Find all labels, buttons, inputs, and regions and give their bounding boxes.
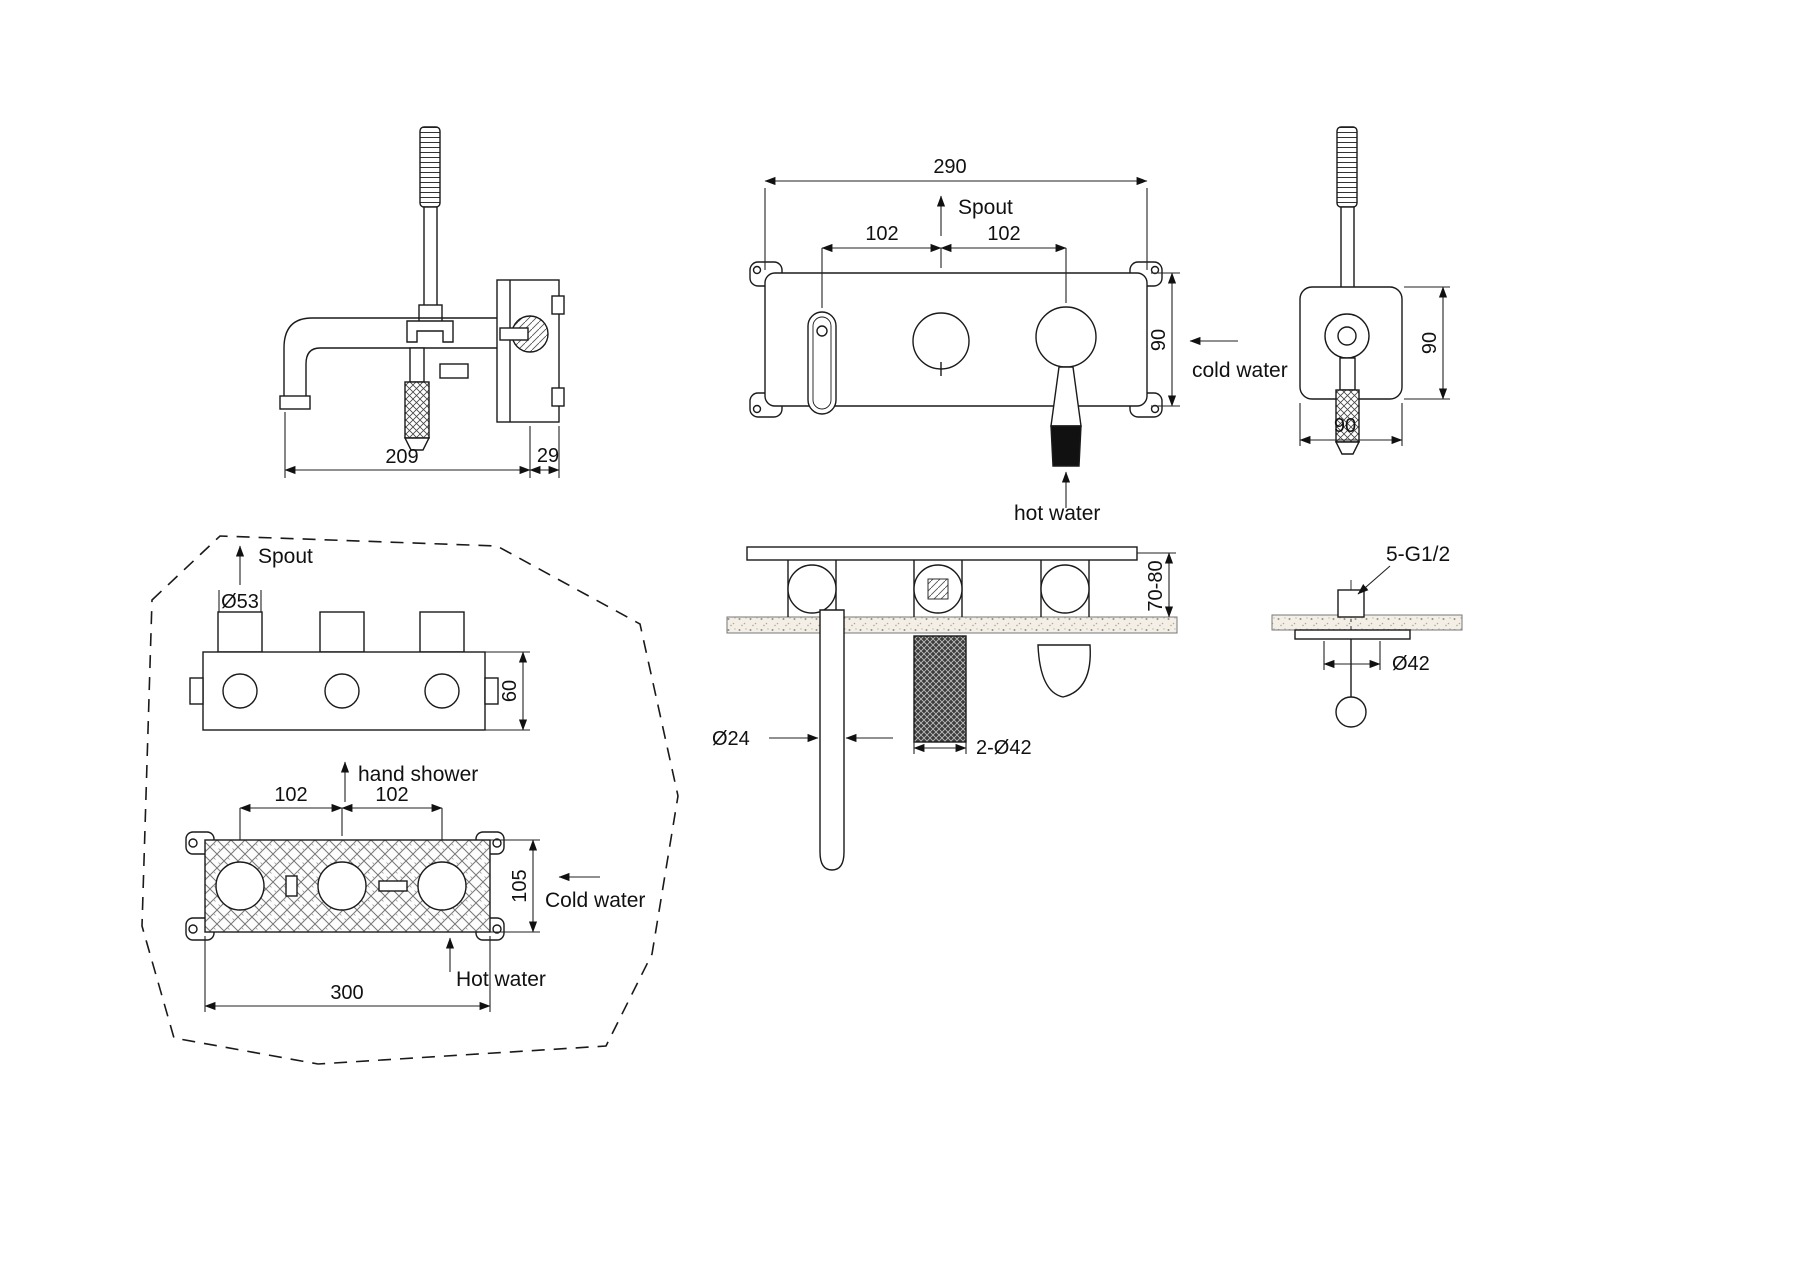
dim-90-vertical-label: 90 (1419, 332, 1441, 354)
thread-fitting (1337, 589, 1365, 618)
wall-spout (279, 317, 497, 410)
holder-knob (1335, 696, 1367, 728)
spout-lever (807, 311, 837, 415)
dim-300 (204, 936, 491, 1012)
dim-70-80-label: 70-80 (1145, 560, 1167, 611)
dim-24-label: Ø24 (712, 728, 750, 750)
dim-90-height (1151, 272, 1180, 407)
middle-port (317, 861, 367, 911)
roughin-detail: Spout Ø53 60 hand showe (141, 535, 679, 1065)
handshower-knob (1035, 306, 1097, 467)
wall-valve-body-side (496, 279, 565, 423)
dim-102-102 (821, 243, 1067, 308)
cold-water-label: cold water (1192, 359, 1288, 382)
thread-leader-arrow (1357, 565, 1391, 595)
wall-section (1271, 614, 1463, 631)
dim-290-label: 290 (933, 156, 966, 178)
dim-102-left-label: 102 (865, 223, 898, 245)
spout-label: Spout (958, 196, 1013, 219)
dim-42-label: Ø42 (1392, 653, 1430, 675)
spout-tube-section (819, 609, 845, 871)
roughin-front-view: hand shower 102 102 (185, 761, 645, 1012)
dim-42 (1323, 641, 1381, 670)
side-view: 209 29 (279, 126, 565, 478)
hot-water-label: Hot water (456, 968, 546, 991)
handshower-outlet (1037, 644, 1091, 698)
spout-port (215, 861, 265, 911)
dim-105 (490, 839, 540, 933)
thread-label: 5-G1/2 (1386, 543, 1450, 566)
dim-90-horizontal-label: 90 (1334, 415, 1356, 437)
dim-53-label: Ø53 (221, 591, 259, 613)
dim-290 (764, 176, 1148, 270)
trim-plate-edge (746, 546, 1138, 561)
installation-section-view: Ø24 2-Ø42 70-80 (712, 546, 1178, 871)
hand-shower-label: hand shower (358, 763, 478, 786)
dim-300-label: 300 (330, 982, 363, 1004)
hot-water-label: hot water (1014, 502, 1100, 525)
handshower-hose-connector (913, 635, 967, 743)
dim-90-horizontal (1299, 403, 1403, 446)
dim-60-label: 60 (499, 680, 521, 702)
holder-section-view: 5-G1/2 Ø42 (1271, 543, 1463, 728)
dim-53 (218, 590, 262, 612)
spout-label: Spout (258, 545, 313, 568)
wall-section (726, 616, 1178, 634)
dim-2x42 (913, 742, 967, 754)
dim-2x42-label: 2-Ø42 (976, 737, 1032, 759)
dim-70-80 (1137, 552, 1176, 618)
shower-cradle (406, 320, 454, 343)
dim-102-right-label: 102 (987, 223, 1020, 245)
escutcheon-edge (1294, 629, 1411, 640)
hand-shower-wand (418, 126, 443, 324)
roughin-top-view: Spout Ø53 60 (189, 545, 530, 731)
handshower-front-view: 90 90 (1299, 126, 1450, 455)
dim-209-29 (284, 412, 560, 478)
dim-29-label: 29 (537, 445, 559, 467)
cold-water-label: Cold water (545, 889, 645, 912)
handshower-port (417, 861, 467, 911)
diverter-handle (403, 347, 469, 451)
dim-102-left-label: 102 (274, 784, 307, 806)
front-view: 290 102 102 Spout 90 cold water hot wate… (749, 156, 1288, 525)
middle-knob (912, 312, 970, 376)
dim-90-vertical (1404, 286, 1450, 400)
dim-90-height-label: 90 (1148, 329, 1170, 351)
dim-105-label: 105 (509, 869, 531, 902)
dim-209-label: 209 (385, 446, 418, 468)
detail-boundary (141, 535, 679, 1065)
dim-60 (485, 651, 530, 731)
valve-bodies (787, 560, 1090, 617)
dim-102-right-label: 102 (375, 784, 408, 806)
